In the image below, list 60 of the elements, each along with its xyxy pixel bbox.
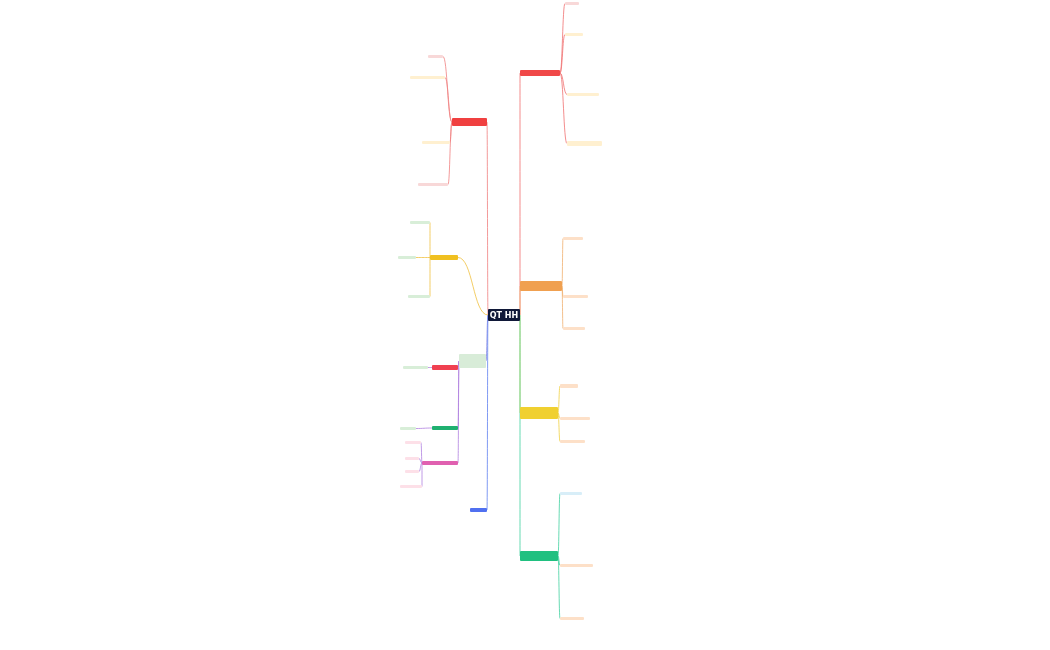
branch-line	[421, 462, 423, 487]
topic-title: QT HH	[489, 310, 519, 320]
topic-bar	[410, 221, 430, 224]
branch-line	[429, 257, 431, 297]
topic-bar	[403, 366, 428, 369]
branch-line	[557, 412, 561, 442]
topic-bar	[567, 93, 599, 96]
branch-line	[557, 412, 561, 419]
topic-bar	[430, 255, 458, 260]
topic-bar	[560, 492, 582, 495]
topic-bar	[520, 551, 558, 561]
branch-line	[429, 222, 431, 258]
topic-bar	[400, 427, 416, 430]
branch-line	[557, 493, 561, 557]
topic-bar	[563, 295, 588, 298]
topic-bar	[565, 2, 579, 5]
topic-bar	[422, 141, 450, 144]
branch-line	[561, 238, 564, 287]
branch-line	[418, 462, 423, 472]
topic-bar	[432, 365, 458, 370]
topic-bar	[563, 237, 583, 240]
branch-line	[457, 257, 489, 316]
topic-bar	[563, 327, 585, 330]
topic-bar	[567, 141, 602, 146]
topic-bar	[560, 564, 593, 567]
topic-bar	[560, 384, 578, 388]
branch-line	[447, 121, 453, 185]
branch-line	[420, 442, 423, 464]
topic-bar	[410, 76, 445, 79]
branch-line	[559, 34, 566, 74]
branch-line	[519, 285, 521, 316]
topic-bar	[560, 617, 584, 620]
topic-bar	[398, 256, 416, 259]
topic-bar	[520, 407, 558, 419]
topic-bar	[560, 417, 590, 420]
topic-bar	[520, 70, 560, 76]
topic-bar	[428, 55, 443, 58]
branch-line	[415, 257, 431, 258]
topic-bar	[565, 33, 583, 36]
branch-line	[418, 458, 423, 464]
topic-bar	[459, 354, 486, 368]
topic-bar	[452, 118, 487, 126]
branch-line	[442, 56, 453, 123]
branch-line	[519, 314, 521, 557]
topic-bar	[520, 281, 562, 291]
branch-line	[557, 385, 561, 414]
topic-bar	[432, 426, 458, 430]
branch-line	[559, 72, 568, 95]
branch-line	[415, 427, 433, 429]
branch-line	[427, 367, 433, 368]
branch-line	[557, 555, 561, 619]
topic-bar	[560, 440, 585, 443]
topic-bar	[470, 508, 487, 512]
branch-line	[444, 77, 453, 123]
topic-bar	[418, 183, 448, 186]
topic-bar	[408, 295, 430, 298]
branch-line	[561, 285, 564, 329]
topic-bar	[422, 461, 458, 465]
branch-line	[557, 555, 561, 566]
branch-line	[559, 72, 568, 144]
